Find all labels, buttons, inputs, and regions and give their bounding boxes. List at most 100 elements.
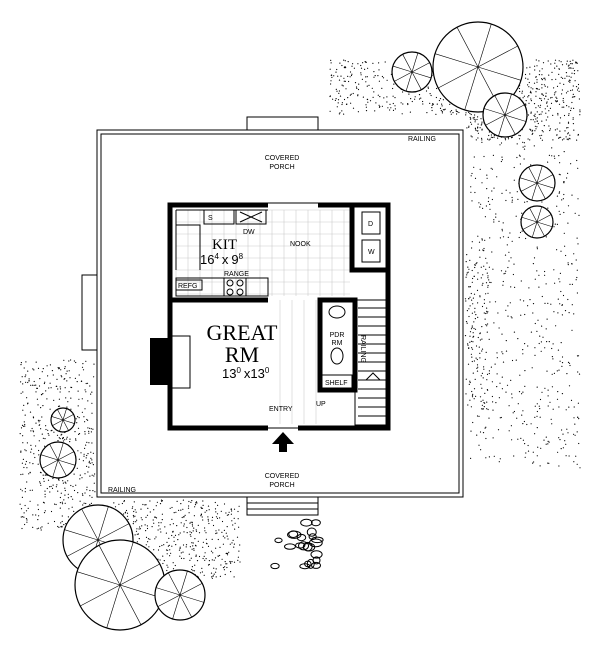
stipple-dot — [558, 155, 560, 157]
stipple-dot — [402, 103, 404, 105]
stipple-dot — [53, 431, 55, 433]
stipple-dot — [471, 396, 474, 398]
stipple-dot — [123, 500, 125, 503]
stipple-dot — [487, 284, 489, 287]
stipple-dot — [139, 526, 141, 528]
stipple-dot — [64, 367, 66, 370]
stipple-dot — [550, 303, 552, 305]
stipple-dot — [571, 63, 573, 65]
stipple-dot — [231, 542, 233, 544]
stipple-dot — [538, 342, 540, 345]
stipple-dot — [186, 532, 188, 534]
stipple-dot — [89, 385, 91, 387]
stipple-dot — [70, 397, 72, 399]
stipple-dot — [520, 314, 522, 316]
stipple-dot — [225, 532, 227, 534]
stipple-dot — [541, 134, 543, 136]
stipple-dot — [520, 437, 522, 439]
stipple-dot — [537, 105, 540, 107]
stipple-dot — [427, 86, 429, 88]
trees — [39, 21, 556, 631]
stipple-dot — [512, 412, 514, 414]
hearth — [171, 335, 191, 389]
stipple-dot — [558, 173, 560, 175]
stipple-dot — [23, 404, 25, 406]
stipple-dot — [390, 107, 392, 109]
stipple-dot — [476, 358, 478, 361]
stipple-dot — [468, 308, 470, 310]
stipple-dot — [188, 512, 190, 514]
stipple-dot — [74, 431, 76, 433]
stipple-dot — [577, 87, 580, 89]
stipple-dot — [499, 237, 501, 239]
stipple-dot — [330, 62, 332, 64]
stipple-dot — [490, 366, 492, 368]
stipple-dot — [163, 560, 165, 562]
stipple-dot — [481, 238, 483, 240]
stipple-dot — [481, 350, 483, 352]
stipple-dot — [544, 270, 546, 273]
stipple-dot — [140, 517, 142, 519]
stipple-dot — [60, 492, 62, 494]
stipple-dot — [59, 391, 61, 393]
tree-branch — [62, 408, 67, 421]
stipple-dot — [532, 88, 534, 90]
stipple-dot — [87, 400, 89, 402]
stipple-dot — [499, 144, 501, 146]
stipple-dot — [365, 81, 367, 83]
stipple-dot — [547, 389, 549, 391]
tree-branch — [464, 66, 479, 111]
stipple-dot — [365, 104, 367, 106]
stipple-dot — [505, 350, 508, 352]
stipple-dot — [159, 528, 161, 530]
tree-branch — [531, 182, 538, 201]
stipple-dot — [145, 516, 147, 519]
stipple-dot — [465, 378, 467, 380]
stipple-dot — [389, 109, 391, 111]
stipple-dot — [476, 434, 478, 436]
stipple-dot — [576, 269, 578, 271]
stipple-dot — [85, 360, 87, 362]
stipple-dot — [497, 429, 500, 431]
stipple-dot — [481, 372, 483, 374]
stipple-dot — [197, 524, 199, 527]
stipple-dot — [560, 290, 562, 293]
stipple-dot — [568, 106, 570, 108]
stipple-dot — [521, 92, 523, 94]
stipple-dot — [64, 502, 66, 504]
stipple-dot — [554, 100, 557, 102]
stipple-dot — [64, 481, 66, 483]
stipple-dot — [471, 247, 473, 249]
stipple-dot — [82, 363, 84, 365]
stipple-dot — [67, 493, 69, 495]
stipple-dot — [153, 522, 155, 524]
stipple-dot — [82, 460, 84, 462]
stipple-dot — [469, 112, 471, 115]
stipple-dot — [87, 419, 89, 421]
stipple-dot — [131, 507, 133, 509]
stipple-dot — [478, 415, 480, 417]
stipple-dot — [373, 91, 375, 93]
stipple-dot — [476, 289, 479, 291]
stipple-dot — [343, 80, 345, 82]
stipple-dot — [465, 261, 467, 263]
stipple-dot — [44, 490, 46, 492]
stipple-dot — [527, 444, 529, 447]
stipple-dot — [572, 123, 575, 125]
stipple-dot — [126, 515, 129, 517]
tree-branch — [411, 71, 422, 90]
stipple-dot — [126, 512, 129, 514]
stipple-dot — [145, 504, 147, 506]
stipple-dot — [66, 438, 68, 440]
stipple-dot — [578, 90, 580, 92]
stipple-dot — [26, 467, 28, 469]
stipple-dot — [474, 114, 476, 116]
tree-branch — [438, 66, 479, 89]
stipple-dot — [536, 270, 538, 272]
tree-branch — [411, 62, 430, 73]
stipple-dot — [221, 520, 224, 523]
stipple-dot — [49, 491, 51, 493]
stipple-dot — [481, 121, 483, 123]
stipple-dot — [565, 136, 567, 138]
stipple-dot — [548, 154, 551, 156]
